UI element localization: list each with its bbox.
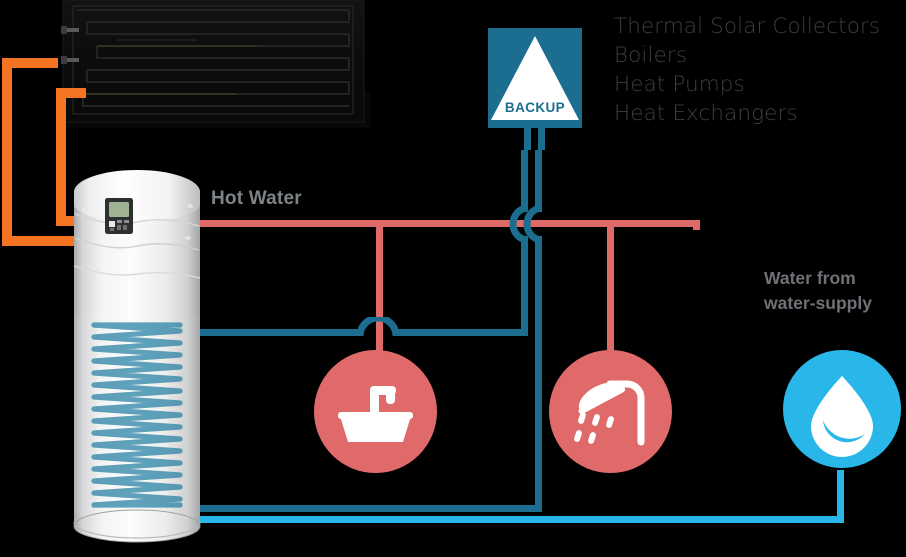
backup-pipe-right-upper xyxy=(535,150,542,212)
backup-leg-right xyxy=(538,128,545,150)
water-droplet-icon xyxy=(811,376,873,457)
heat-pump-water-tank[interactable] xyxy=(72,170,202,552)
solar-return-pipe-top-inner xyxy=(56,88,86,98)
tank-return-pipe-right-segment xyxy=(394,329,528,336)
shower-head-icon xyxy=(574,380,645,446)
tank-return-pipe-left-segment xyxy=(196,329,362,336)
heat-source-legend: Thermal Solar Collectors Boilers Heat Pu… xyxy=(614,12,904,128)
backup-pipe-left-upper xyxy=(521,150,528,212)
solar-return-pipe-vertical-inner xyxy=(56,88,66,226)
backup-label: BACKUP xyxy=(504,100,566,115)
legend-item-3: Heat Exchangers xyxy=(614,101,798,126)
solar-return-pipe-bottom-inner xyxy=(56,216,80,226)
legend-item-2: Heat Pumps xyxy=(614,72,745,97)
solar-supply-pipe-vertical-outer xyxy=(2,58,12,246)
hot-water-label: Hot Water xyxy=(211,188,302,209)
cold-supply-pipe-horizontal xyxy=(196,516,844,523)
backup-leg-left xyxy=(524,128,531,150)
water-supply-label-line1: Water from xyxy=(764,268,856,288)
backup-pipe-left-lower xyxy=(521,236,528,332)
water-supply-label-line2: water-supply xyxy=(764,293,872,313)
shower-fixture-circle[interactable] xyxy=(549,350,672,473)
solar-supply-pipe-top-outer xyxy=(2,58,58,68)
hot-water-branch-to-shower xyxy=(607,220,614,375)
sink-faucet-icon xyxy=(338,386,413,442)
legend-item-1: Boilers xyxy=(614,43,688,68)
hot-water-main-pipe xyxy=(196,220,700,227)
tank-heat-exchanger-coil xyxy=(74,315,200,515)
backup-pipe-right-lower xyxy=(535,236,542,512)
cold-supply-pipe-riser xyxy=(837,470,844,523)
legend-item-0: Thermal Solar Collectors xyxy=(614,14,881,39)
bottom-return-pipe-horizontal xyxy=(196,505,540,512)
solar-collector-panel xyxy=(57,0,370,135)
sink-fixture-circle[interactable] xyxy=(314,350,437,473)
tank-return-pipe-bridge-over-red xyxy=(358,317,398,337)
backup-triangle-icon xyxy=(491,36,579,120)
backup-heat-source[interactable]: BACKUP xyxy=(488,28,582,128)
water-supply-circle[interactable] xyxy=(783,350,901,468)
hot-water-right-riser xyxy=(693,220,700,230)
tank-control-panel xyxy=(105,198,133,234)
solar-supply-pipe-bottom-outer xyxy=(2,236,80,246)
hot-water-branch-to-sink xyxy=(376,220,383,375)
water-supply-label: Water from water-supply xyxy=(764,266,906,316)
